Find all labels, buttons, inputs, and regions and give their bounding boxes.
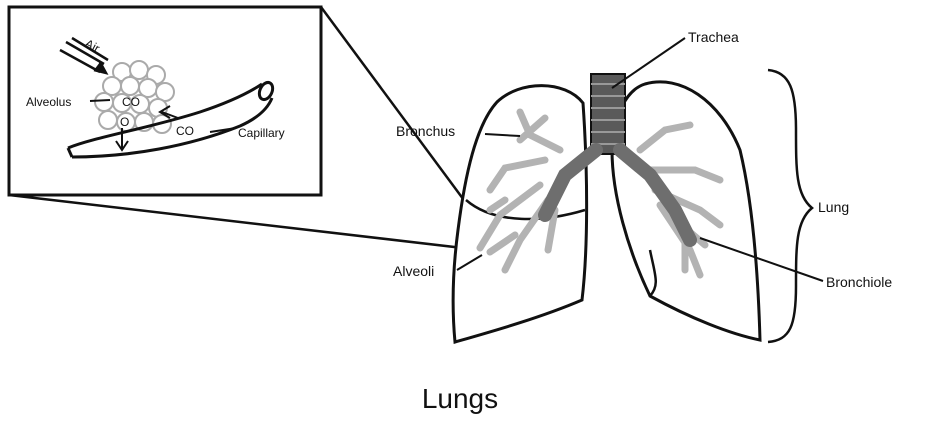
bronchus-label: Bronchus (396, 123, 455, 139)
co-right-label: CO (176, 124, 194, 138)
alveolus-label: Alveolus (26, 95, 71, 109)
gas-exchange-inset: Air Alveolus CO O CO Capillary (9, 7, 321, 195)
left-lung (453, 86, 587, 342)
bronchiole-label: Bronchiole (826, 274, 892, 290)
capillary-label: Capillary (238, 126, 285, 140)
right-lung (612, 82, 760, 340)
caption: Lungs (422, 383, 498, 414)
co-top-label: CO (122, 95, 140, 109)
lung-brace (768, 70, 812, 342)
trachea-label: Trachea (688, 29, 739, 45)
alveoli-label: Alveoli (393, 263, 434, 279)
lung-label: Lung (818, 199, 849, 215)
o-label: O (120, 115, 129, 129)
trachea (591, 74, 625, 154)
